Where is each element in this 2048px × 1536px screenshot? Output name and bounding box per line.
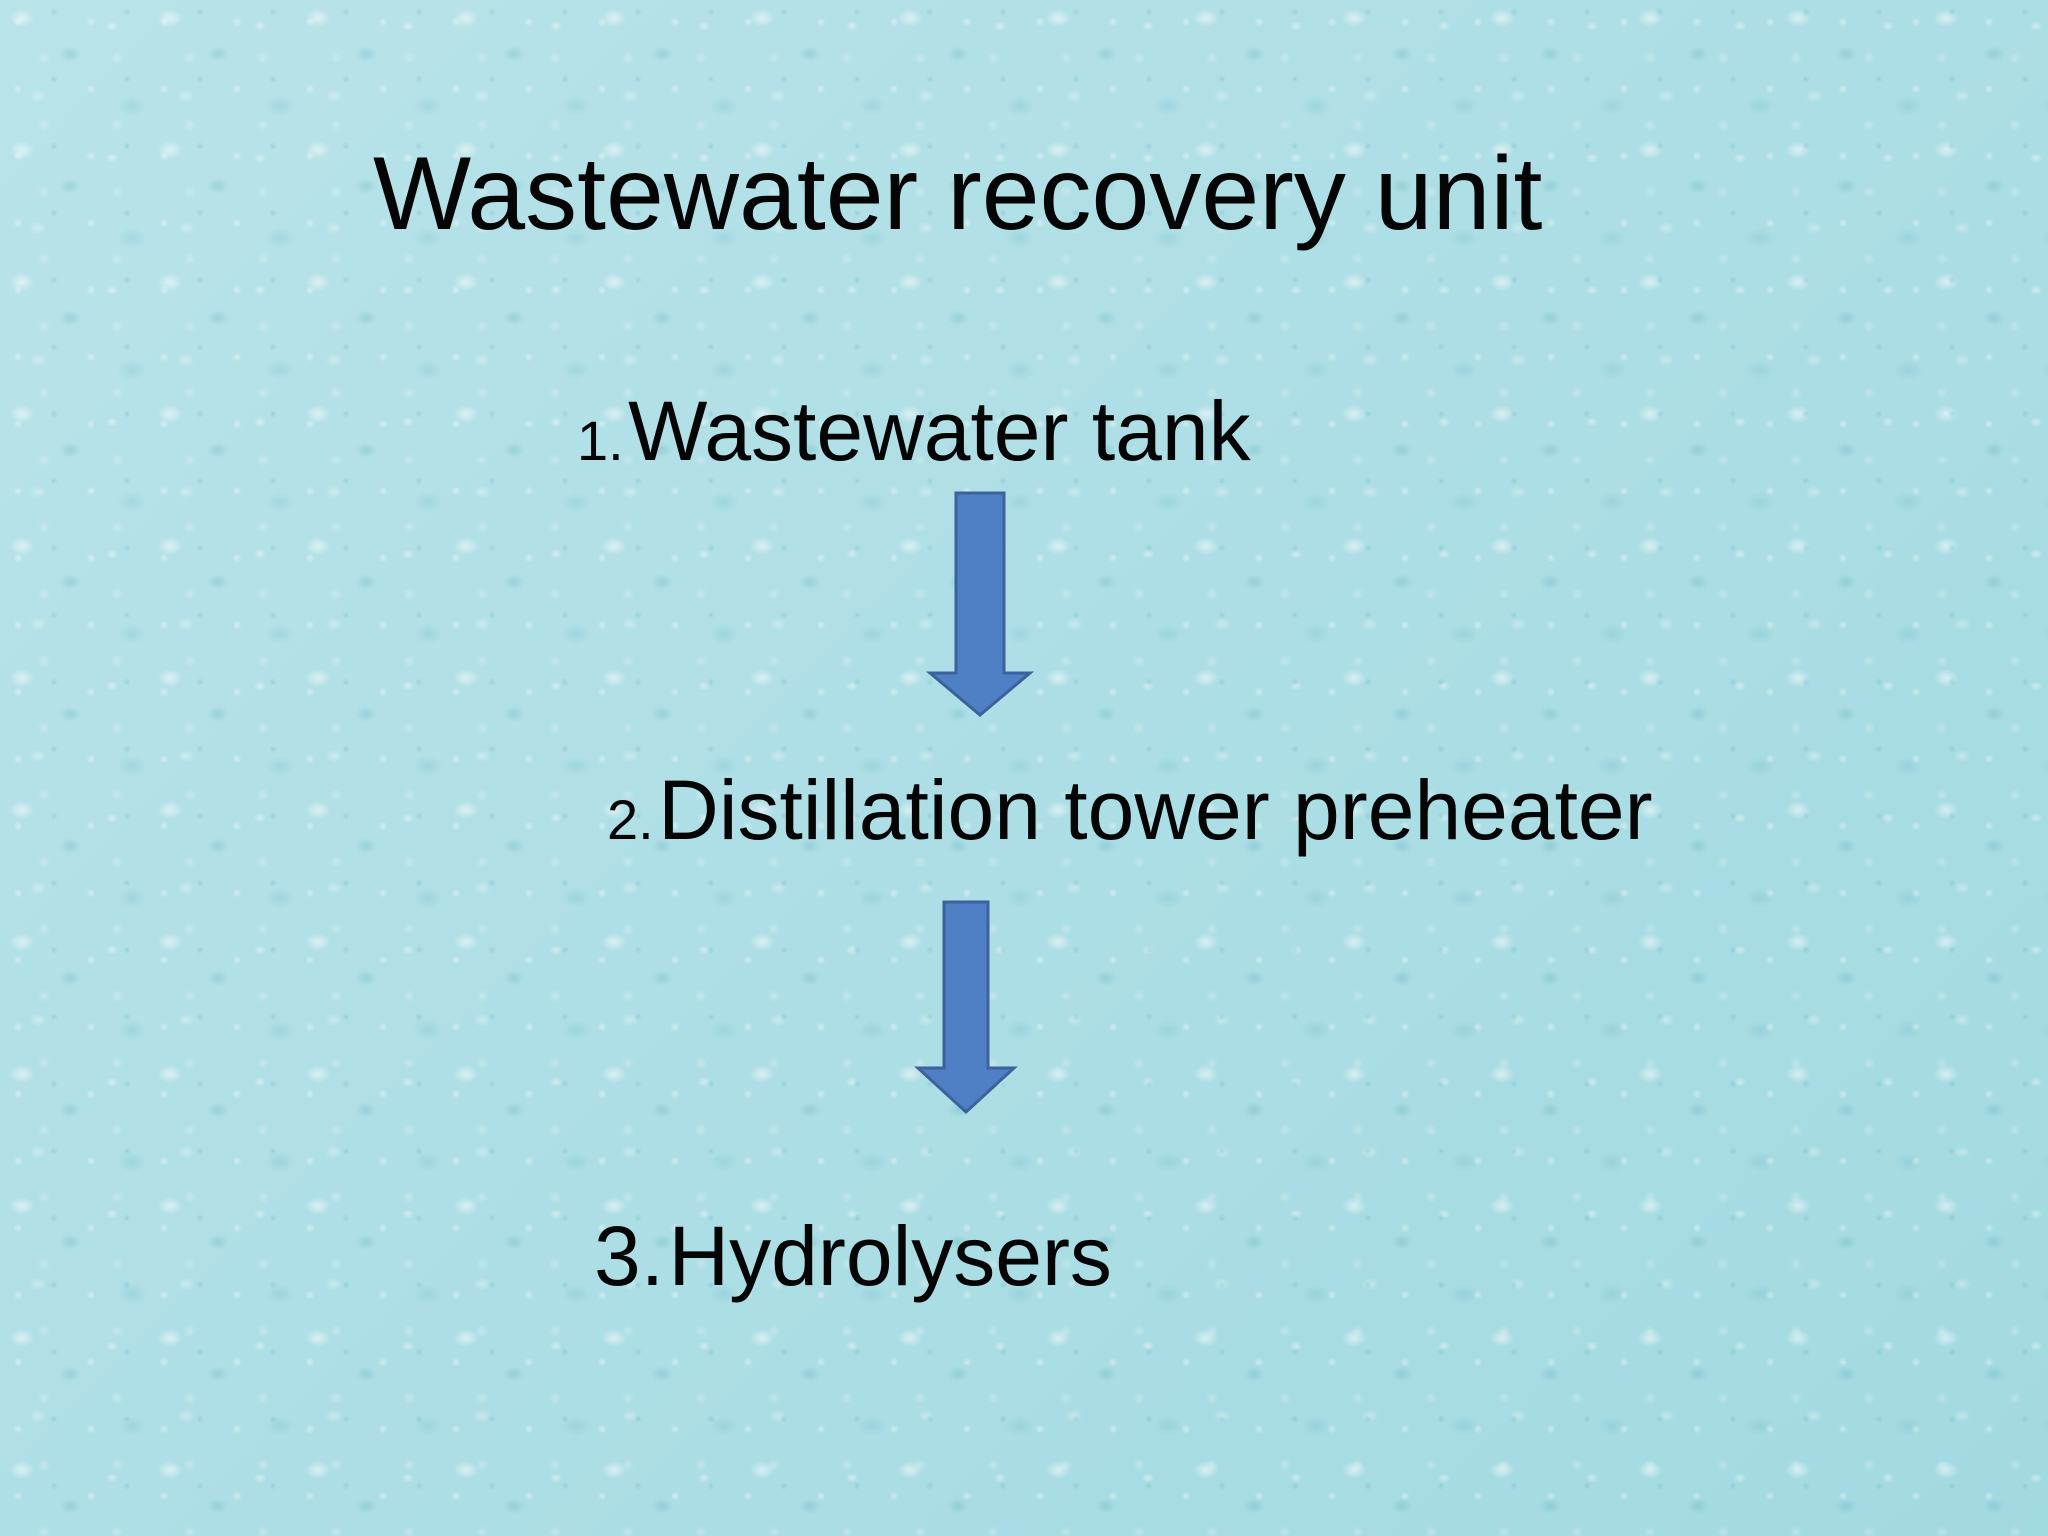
process-step-hydrolysers: 3. Hydrolysers [594, 1208, 1112, 1329]
down-arrow-shape [925, 491, 1035, 717]
step-number: 3. [594, 1209, 665, 1303]
step-number: 1. [577, 409, 624, 472]
step-number: 2. [607, 788, 654, 851]
down-arrow-icon [925, 491, 1035, 717]
step-label: Distillation tower preheater [658, 763, 1653, 857]
step-label: Hydrolysers [668, 1209, 1112, 1303]
down-arrow-shape [914, 900, 1018, 1115]
process-step-wastewater-tank: 1. Wastewater tank [577, 383, 1251, 504]
slide-title: Wastewater recovery unit [373, 136, 1543, 252]
down-arrow-icon [914, 900, 1018, 1115]
step-label: Wastewater tank [628, 384, 1251, 478]
process-step-distillation-tower-preheater: 2. Distillation tower preheater [607, 762, 1653, 883]
